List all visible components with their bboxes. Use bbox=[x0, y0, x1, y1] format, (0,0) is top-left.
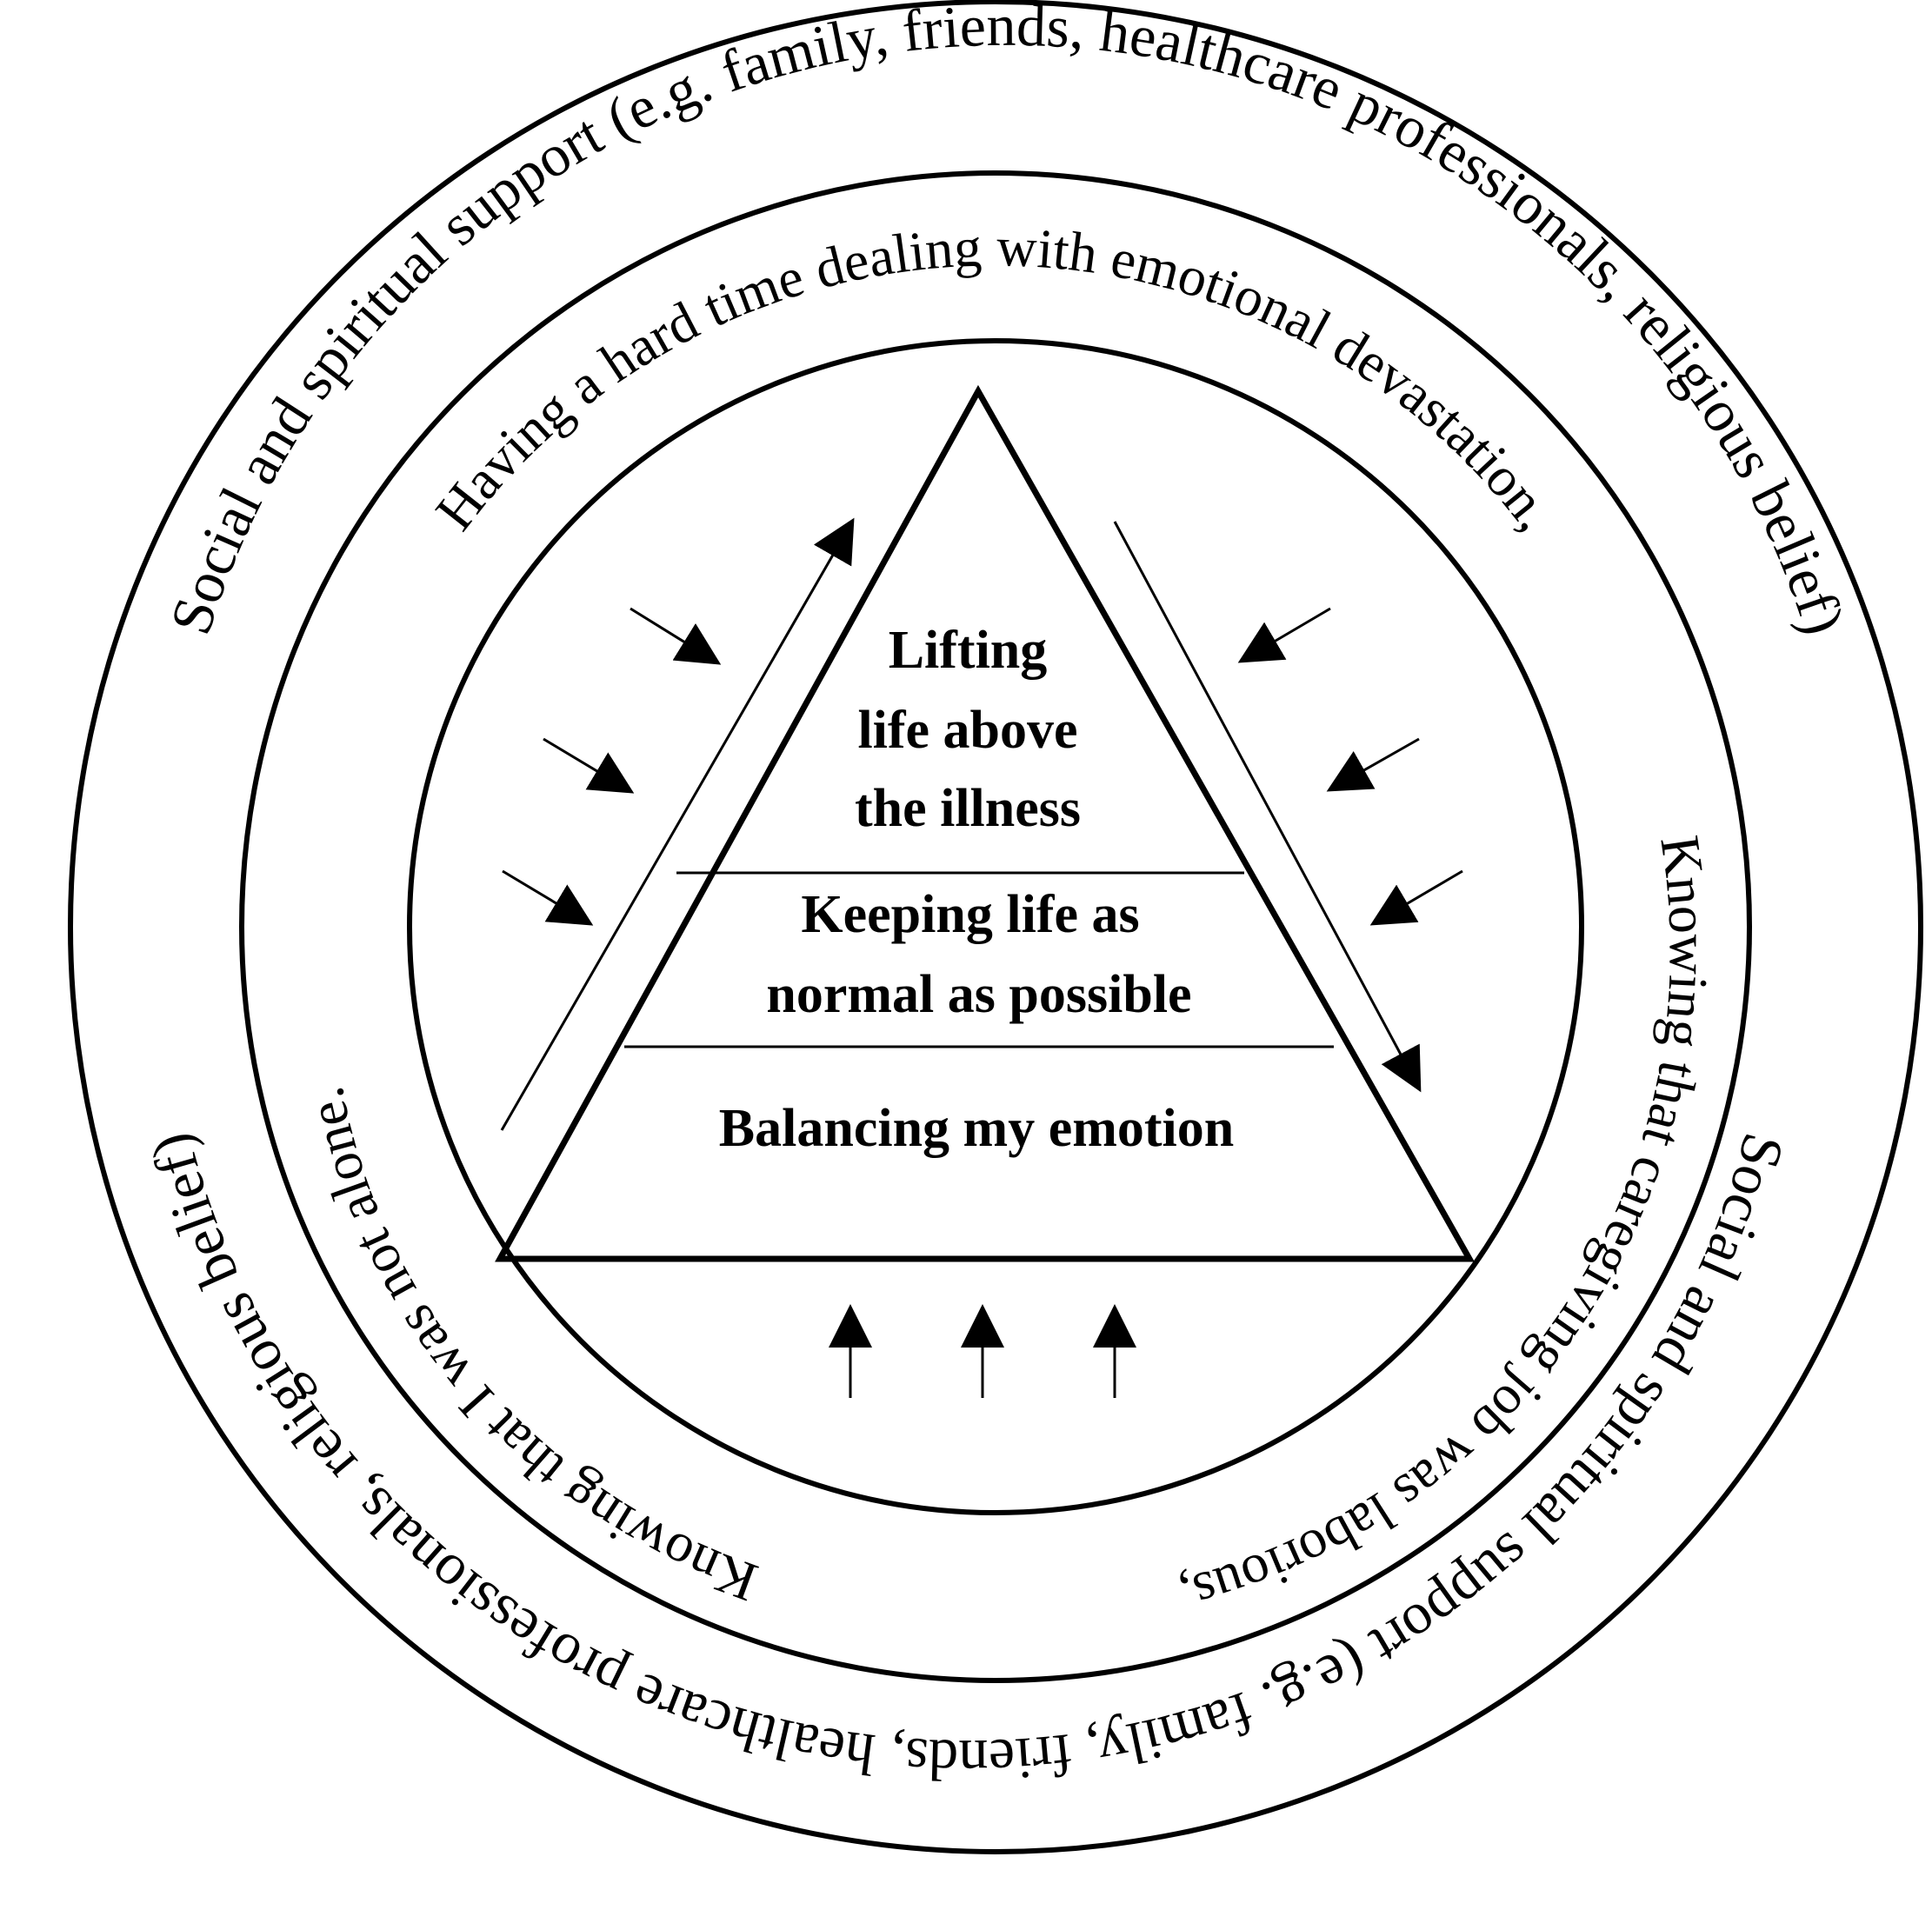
small-arrow-right-3 bbox=[1369, 869, 1463, 926]
pyramid-bottom-text: Balancing my emotion bbox=[719, 1099, 1234, 1158]
small-arrow-left-2 bbox=[543, 737, 635, 794]
outer-ring-text-top-path: Social and spiritual support (e.g. famil… bbox=[157, 0, 1857, 642]
small-arrow-left-3 bbox=[502, 869, 594, 926]
middle-ring-text-right-path: Knowing that caregiving job was laboriou… bbox=[1174, 832, 1720, 1627]
long-arrow-up-left bbox=[500, 517, 855, 1131]
small-arrow-left-1 bbox=[630, 607, 722, 665]
pyramid-top-line3: the illness bbox=[855, 779, 1081, 838]
pyramid-top-line2: life above bbox=[857, 701, 1077, 760]
inner-circle bbox=[407, 338, 1584, 1515]
pyramid-middle-line2: normal as possible bbox=[766, 965, 1191, 1024]
long-arrow-down-right bbox=[1113, 521, 1422, 1093]
pyramid-triangle bbox=[495, 384, 1476, 1262]
pyramid-top-line1: Lifting bbox=[889, 621, 1048, 680]
outer-circle bbox=[68, 0, 1923, 1854]
small-arrow-right-1 bbox=[1237, 607, 1331, 663]
middle-ring-text-top-path: Having a hard time dealing with emotiona… bbox=[423, 216, 1567, 541]
middle-circle bbox=[239, 170, 1752, 1683]
middle-ring-text-right: Knowing that caregiving job was laboriou… bbox=[1174, 832, 1720, 1627]
middle-ring-text-top: Having a hard time dealing with emotiona… bbox=[423, 216, 1567, 541]
outer-ring-text-top: Social and spiritual support (e.g. famil… bbox=[157, 0, 1857, 642]
small-arrow-right-2 bbox=[1326, 737, 1420, 792]
pyramid-middle-line1: Keeping life as bbox=[801, 885, 1139, 944]
